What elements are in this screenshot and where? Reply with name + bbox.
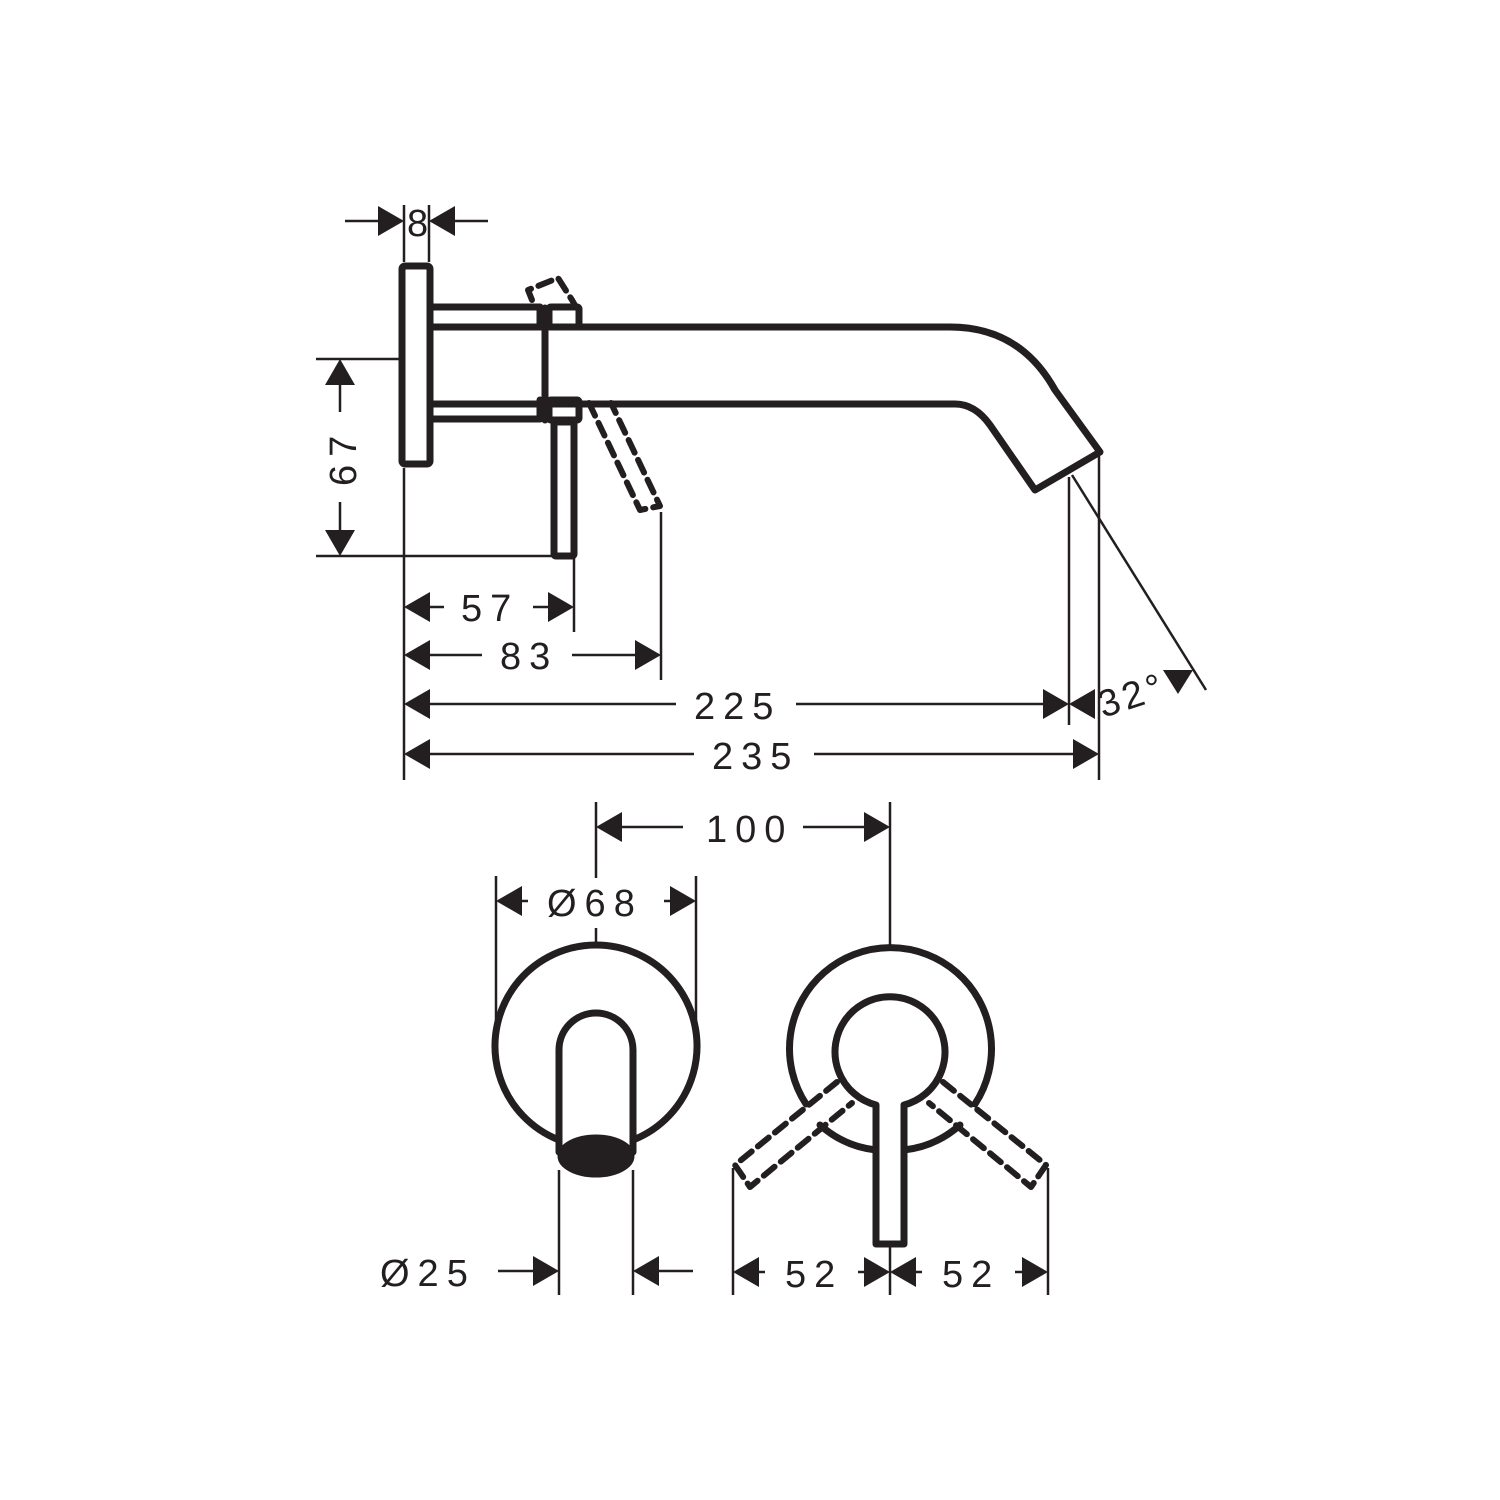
dim-57-label: 57 bbox=[461, 588, 519, 630]
dim-8-label: 8 bbox=[407, 203, 428, 245]
dim-centre-distance: 100 bbox=[594, 802, 892, 946]
dim-32-label: 32° bbox=[1093, 665, 1172, 726]
dim-235-label: 235 bbox=[712, 736, 799, 778]
dim-52-right-label: 52 bbox=[942, 1254, 1000, 1296]
dim-spout-projection: 225 bbox=[404, 686, 1095, 728]
lever-front bbox=[732, 944, 1049, 1248]
dim-83-label: 83 bbox=[500, 636, 558, 678]
front-view: 100 Ø68 Ø25 bbox=[380, 802, 1050, 1296]
wall-plate bbox=[398, 262, 434, 468]
lever-right-dashed bbox=[926, 1079, 1049, 1190]
dim-outlet-angle: 32° bbox=[1093, 665, 1193, 727]
dim-lever-distance: 57 bbox=[404, 588, 574, 630]
lever-open-up-dashed bbox=[525, 275, 579, 310]
lever-left-dashed bbox=[732, 1079, 855, 1190]
side-view: 8 67 57 83 bbox=[316, 203, 1208, 780]
dim-rosette-diameter: Ø68 bbox=[494, 876, 698, 1030]
dim-lever-swing-front: 52 52 bbox=[731, 1168, 1050, 1296]
dim-plate-thickness: 8 bbox=[345, 203, 488, 262]
dim-o68-label: Ø68 bbox=[547, 883, 643, 925]
lever-closed bbox=[550, 418, 578, 560]
dim-225-label: 225 bbox=[694, 686, 781, 728]
dim-o25-label: Ø25 bbox=[380, 1253, 476, 1295]
dim-52-left-label: 52 bbox=[785, 1254, 843, 1296]
dim-spout-height: 67 bbox=[316, 357, 560, 558]
dim-67-label: 67 bbox=[323, 428, 365, 486]
lever-open-down-dashed bbox=[586, 400, 663, 513]
dim-lever-swing: 83 bbox=[404, 636, 661, 678]
spout-outlet bbox=[557, 1134, 635, 1178]
spout bbox=[428, 323, 1104, 494]
dim-total-projection: 235 bbox=[404, 736, 1099, 778]
dim-100-label: 100 bbox=[706, 809, 793, 851]
dim-spout-diameter: Ø25 bbox=[380, 1170, 693, 1295]
spout-front bbox=[491, 941, 701, 1178]
